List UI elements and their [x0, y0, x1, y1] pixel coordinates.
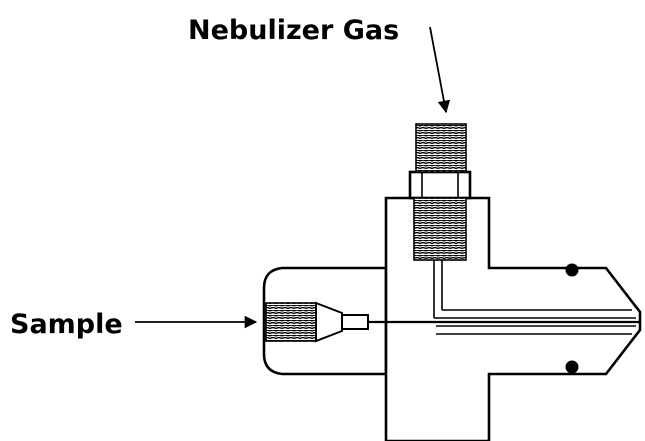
gas-fitting-nut — [408, 170, 472, 200]
gas-channel — [433, 260, 636, 335]
sample-tube-fitting — [341, 314, 369, 330]
sample-inlet-thread — [265, 302, 317, 342]
nebulizer-gas-label: Nebulizer Gas — [188, 15, 399, 46]
gas-inlet-thread — [413, 123, 467, 261]
nebulizer-gas-arrow — [429, 26, 451, 114]
sample-cone — [315, 301, 343, 343]
o-ring-bottom — [565, 360, 579, 374]
o-ring-top — [565, 263, 579, 277]
sample-label: Sample — [10, 309, 123, 340]
